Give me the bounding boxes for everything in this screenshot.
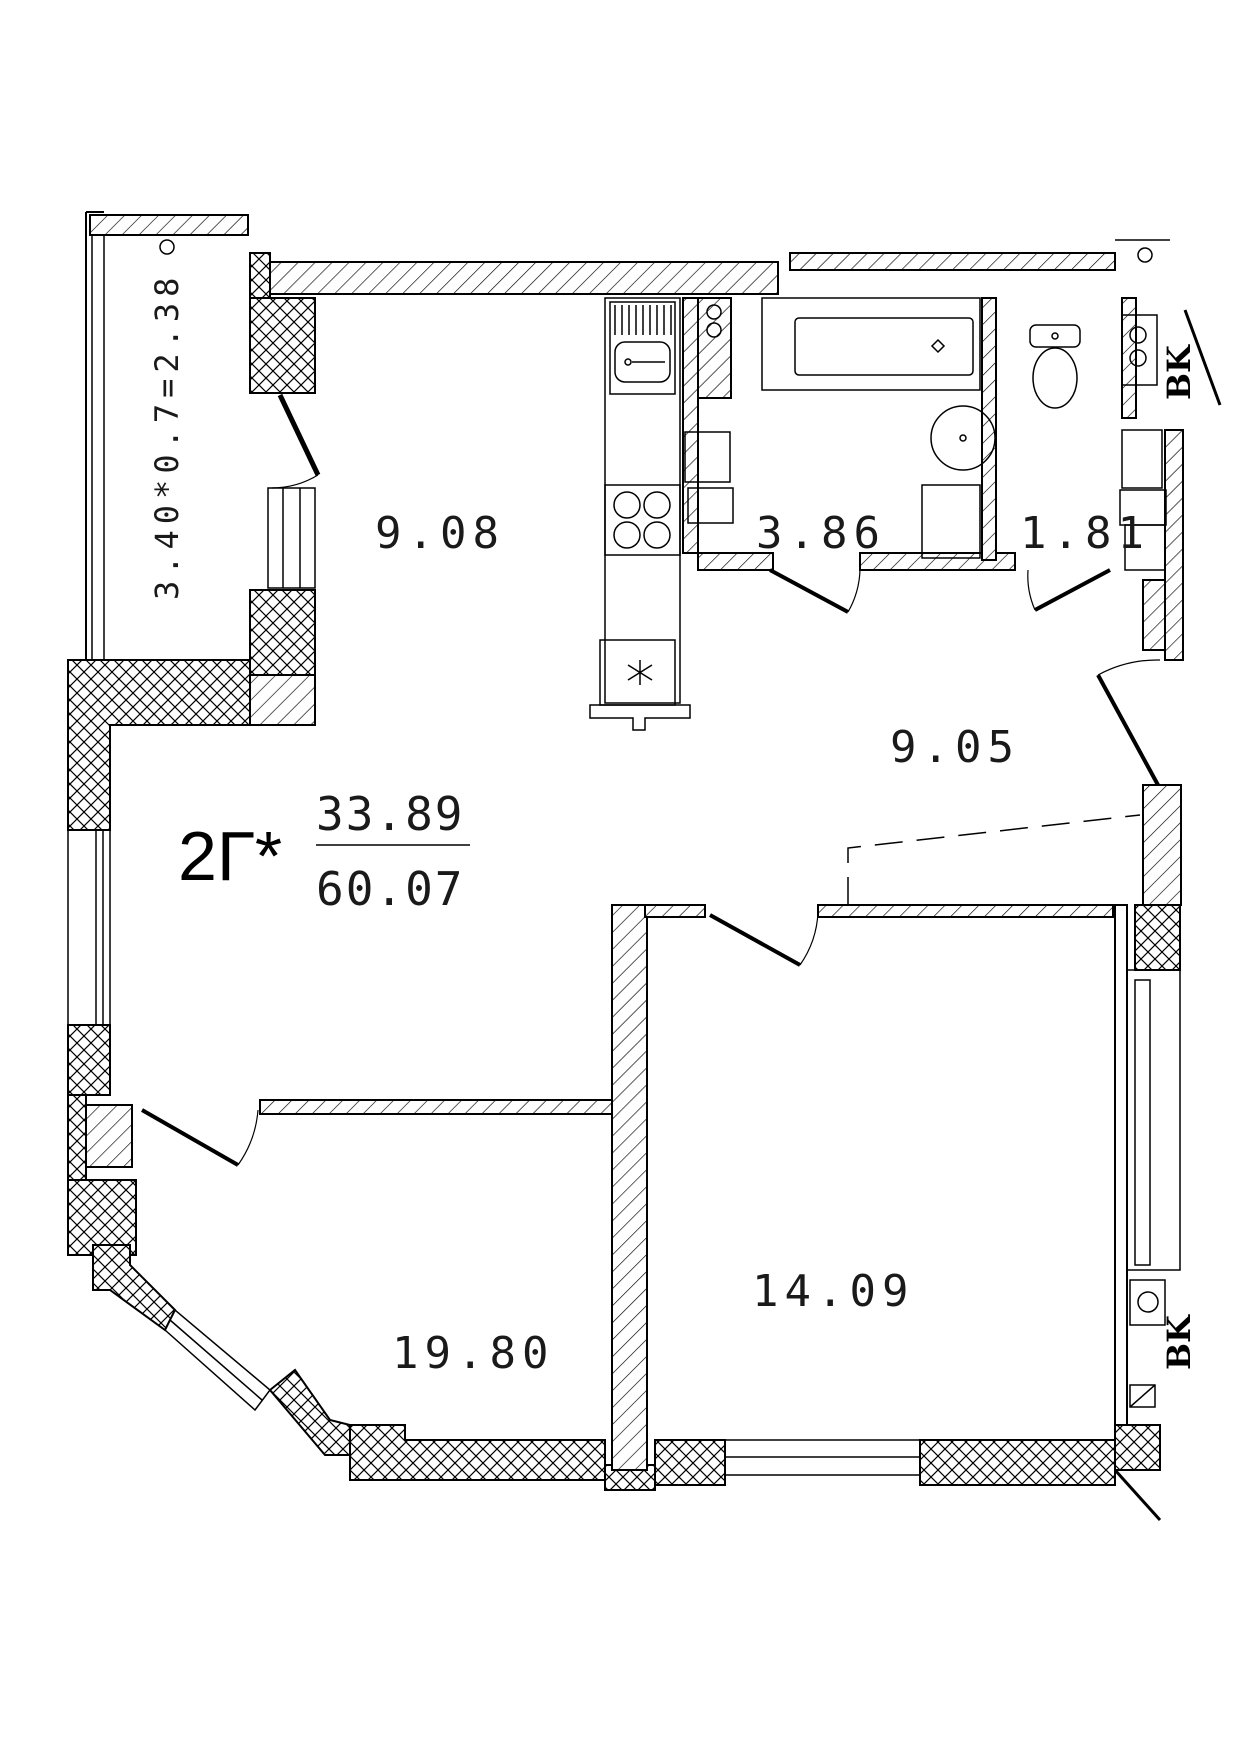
hall-area-label: 9.05 bbox=[890, 722, 1020, 773]
balcony bbox=[85, 211, 249, 660]
kitchen-fixtures bbox=[589, 297, 691, 731]
apartment-code: 2Г* bbox=[178, 817, 282, 895]
partitions bbox=[259, 252, 1184, 1471]
hall-zone-line bbox=[847, 814, 1141, 905]
windows bbox=[67, 487, 1181, 1476]
total-area: 60.07 bbox=[316, 862, 464, 916]
doors bbox=[141, 309, 1222, 1522]
toilet-area-label: 1.81 bbox=[1020, 508, 1150, 559]
living-area: 33.89 bbox=[316, 787, 464, 841]
kitchen-area-label: 9.08 bbox=[375, 508, 505, 559]
bedroom-area-label: 14.09 bbox=[752, 1266, 914, 1317]
shaft-marker-top: BK bbox=[1160, 344, 1198, 400]
living-room-area-label: 19.80 bbox=[392, 1328, 554, 1379]
structural-walls bbox=[67, 252, 1181, 1491]
balcony-label: 3.40*0.7=2.38 bbox=[148, 272, 186, 600]
shaft-marker-bottom: BK bbox=[1160, 1314, 1198, 1370]
bathroom-fixtures bbox=[684, 239, 1170, 1408]
bathroom-area-label: 3.86 bbox=[756, 508, 886, 559]
